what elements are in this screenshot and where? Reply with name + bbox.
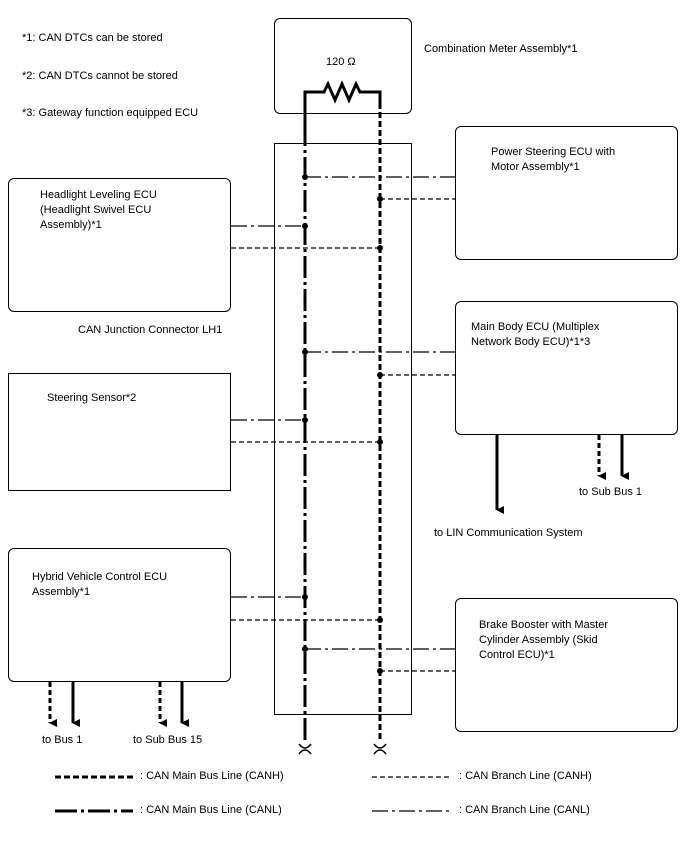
- junction-connector-label: CAN Junction Connector LH1: [78, 324, 223, 336]
- power-steering-ecu-label: Power Steering ECU with Motor Assembly*1: [491, 146, 616, 173]
- junction-dots: [302, 174, 383, 674]
- legend-branch-canl-label: : CAN Branch Line (CANL): [459, 804, 590, 816]
- power-steering-ecu-box: [455, 126, 678, 260]
- to-bus-1-label: to Bus 1: [42, 734, 83, 746]
- main-body-ecu-label: Main Body ECU (Multiplex Network Body EC…: [471, 321, 600, 348]
- hybrid-ecu-label: Hybrid Vehicle Control ECU Assembly*1: [32, 571, 168, 598]
- legend-branch-canh-label: : CAN Branch Line (CANH): [459, 770, 592, 782]
- headlight-ecu-box: [8, 178, 231, 312]
- note-can-dtcs-not-stored: *2: CAN DTCs cannot be stored: [22, 70, 178, 82]
- legend-main-canl-label: : CAN Main Bus Line (CANL): [140, 804, 282, 816]
- canl-break-symbol: [298, 743, 312, 755]
- branch-lines: [231, 176, 455, 672]
- canh-break-symbol: [373, 743, 387, 755]
- steering-sensor-box: [8, 373, 231, 491]
- resistor-label: 120 Ω: [326, 56, 356, 68]
- to-sub-bus-1-label: to Sub Bus 1: [579, 486, 642, 498]
- main-body-ecu-box: [455, 301, 678, 435]
- combination-meter-box: [274, 18, 412, 114]
- legend-main-canh-label: : CAN Main Bus Line (CANH): [140, 770, 284, 782]
- combination-meter-label: Combination Meter Assembly*1: [424, 43, 578, 55]
- headlight-ecu-label: Headlight Leveling ECU (Headlight Swivel…: [40, 189, 157, 231]
- to-lin-label: to LIN Communication System: [434, 527, 583, 539]
- to-sub-bus-15-label: to Sub Bus 15: [133, 734, 203, 746]
- note-gateway-ecu: *3: Gateway function equipped ECU: [22, 107, 199, 119]
- brake-booster-ecu-label: Brake Booster with Master Cylinder Assem…: [479, 619, 608, 661]
- note-can-dtcs-stored: *1: CAN DTCs can be stored: [22, 32, 163, 44]
- resistor-120-ohm: [303, 80, 382, 124]
- hybrid-ecu-box: [8, 548, 231, 682]
- output-arrows: [48, 435, 629, 727]
- brake-booster-ecu-box: [455, 598, 678, 732]
- steering-sensor-label: Steering Sensor*2: [47, 392, 137, 404]
